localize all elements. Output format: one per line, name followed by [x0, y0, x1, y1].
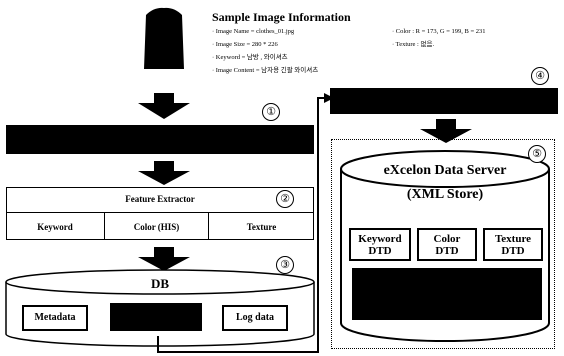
texture-dtd-label-bottom: DTD: [501, 245, 525, 257]
step-3-marker: ③: [276, 256, 294, 274]
color-dtd-box: Color DTD: [417, 228, 477, 261]
feature-cell-divider: [208, 212, 209, 240]
step-2-marker: ②: [276, 190, 294, 208]
sample-info-line-1: · Image Name = clothes_01.jpg: [212, 28, 295, 35]
keyword-dtd-label-top: Keyword: [358, 233, 402, 245]
input-bar: [6, 125, 314, 154]
texture-dtd-box: Texture DTD: [483, 228, 543, 261]
server-redacted-box: [352, 268, 542, 320]
feature-cell-keyword: Keyword: [37, 222, 73, 232]
sample-info-title: Sample Image Information: [212, 10, 351, 24]
sample-info-line-4: · Image Content = 남자용 긴팔 와이셔츠: [212, 67, 319, 74]
sample-info-texture: · Texture : 없음.: [392, 41, 435, 48]
feature-cell-divider: [104, 212, 105, 240]
db-title: DB: [150, 276, 170, 291]
down-arrow-icon: [138, 93, 190, 119]
down-arrow-icon: [420, 119, 472, 143]
feature-cell-color: Color (HIS): [133, 222, 180, 232]
server-input-bar: [330, 88, 558, 114]
color-dtd-label-top: Color: [433, 233, 461, 245]
step-4-marker: ④: [531, 67, 549, 85]
server-dotted-frame: [331, 139, 555, 349]
feature-extractor-box: [6, 187, 314, 240]
feature-cell-texture: Texture: [246, 222, 277, 232]
down-arrow-icon: [138, 247, 190, 271]
server-subtitle: (XML Store): [406, 187, 484, 202]
db-logdata-box: [222, 305, 288, 331]
step-1-marker: ①: [262, 103, 280, 121]
db-logdata-label: Log data: [235, 312, 275, 323]
sample-info-line-3: · Keyword = 남방 , 와이셔츠: [212, 54, 288, 61]
step-5-marker: ⑤: [528, 145, 546, 163]
down-arrow-icon: [138, 161, 190, 185]
keyword-dtd-label-bottom: DTD: [368, 245, 392, 257]
db-to-server-connector: [157, 93, 334, 353]
feature-extractor-title: Feature Extractor: [125, 194, 195, 204]
color-dtd-label-bottom: DTD: [435, 245, 459, 257]
sample-info-color: · Color : R = 173, G = 199, B = 231: [392, 28, 486, 35]
keyword-dtd-box: Keyword DTD: [349, 228, 411, 261]
texture-dtd-label-top: Texture: [494, 233, 532, 245]
sample-image-thumbnail: [144, 7, 184, 69]
db-redacted-box: [110, 303, 202, 331]
sample-info-line-2: · Image Size = 280 * 226: [212, 41, 278, 48]
db-metadata-box: [22, 305, 88, 331]
feature-extractor-divider: [6, 212, 314, 213]
db-metadata-label: Metadata: [34, 312, 76, 323]
server-title: eXcelon Data Server: [383, 163, 507, 178]
